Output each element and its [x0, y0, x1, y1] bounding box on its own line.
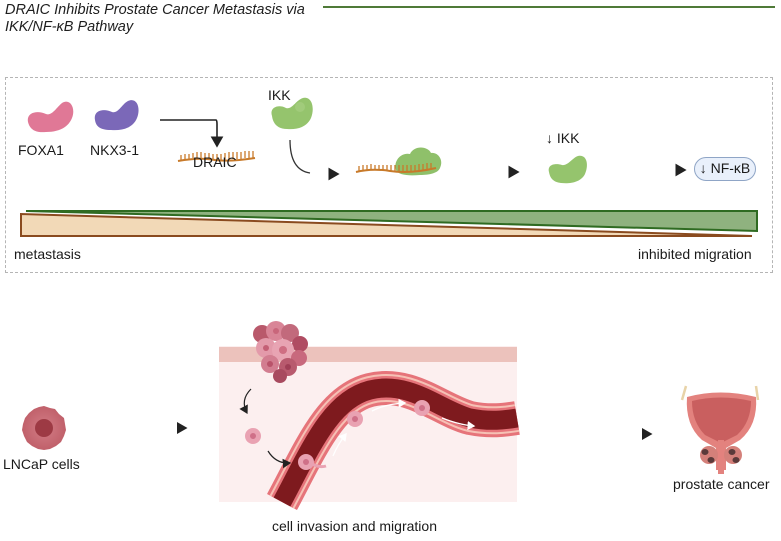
tumor-cluster-icon: [253, 321, 308, 383]
title-rule: [323, 6, 775, 8]
cell-invasion-label: cell invasion and migration: [272, 518, 437, 534]
draic-ikk-complex-icon: [355, 147, 442, 176]
foxa1-label: FOXA1: [18, 142, 64, 158]
title-line-2: IKK/NF-κB Pathway: [5, 19, 134, 35]
regulation-arrow: [160, 119, 224, 148]
reduced-ikk-label: ↓ IKK: [546, 130, 580, 146]
title-line-1: DRAIC Inhibits Prostate Cancer Metastasi…: [5, 2, 305, 18]
prostate-cancer-label: prostate cancer: [673, 476, 770, 492]
lncap-cell-icon: [22, 406, 66, 450]
inhibited-migration-label: inhibited migration: [638, 246, 752, 262]
circulating-cell-icon: [347, 400, 430, 427]
binding-arrow-curve: [289, 139, 311, 174]
nkx3-1-protein-icon: [94, 100, 139, 131]
diagram-title: DRAIC Inhibits Prostate Cancer Metastasi…: [5, 2, 335, 36]
nfkb-badge: ↓ NF-κB: [694, 157, 756, 181]
detach-arrow: [239, 388, 252, 415]
foxa1-protein-icon: [27, 101, 74, 133]
intravasating-cell-icon: [298, 454, 327, 470]
blood-vessel-icon: [267, 371, 520, 511]
nkx3-1-label: NKX3-1: [90, 142, 140, 158]
migrating-cell-icon: [245, 428, 261, 444]
draic-label: DRAIC: [193, 154, 237, 170]
reduced-ikk-protein-icon: [548, 155, 587, 184]
flow-arrow-3: [441, 417, 476, 431]
lncap-cells-label: LNCaP cells: [3, 456, 80, 472]
draic-rna-icon: [177, 151, 256, 162]
prostate-icon: [680, 385, 760, 474]
flow-arrow-2: [371, 398, 407, 412]
invade-arrow: [267, 450, 292, 469]
flow-arrow-1: [332, 432, 347, 457]
mechanism-panel: [5, 77, 773, 273]
green-wedge: [25, 210, 758, 233]
metastasis-gradient-bar: [20, 210, 758, 237]
ikk-protein-icon: [271, 97, 313, 130]
ikk-label: IKK: [268, 87, 291, 103]
tan-wedge: [20, 212, 753, 237]
metastasis-label: metastasis: [14, 246, 81, 262]
